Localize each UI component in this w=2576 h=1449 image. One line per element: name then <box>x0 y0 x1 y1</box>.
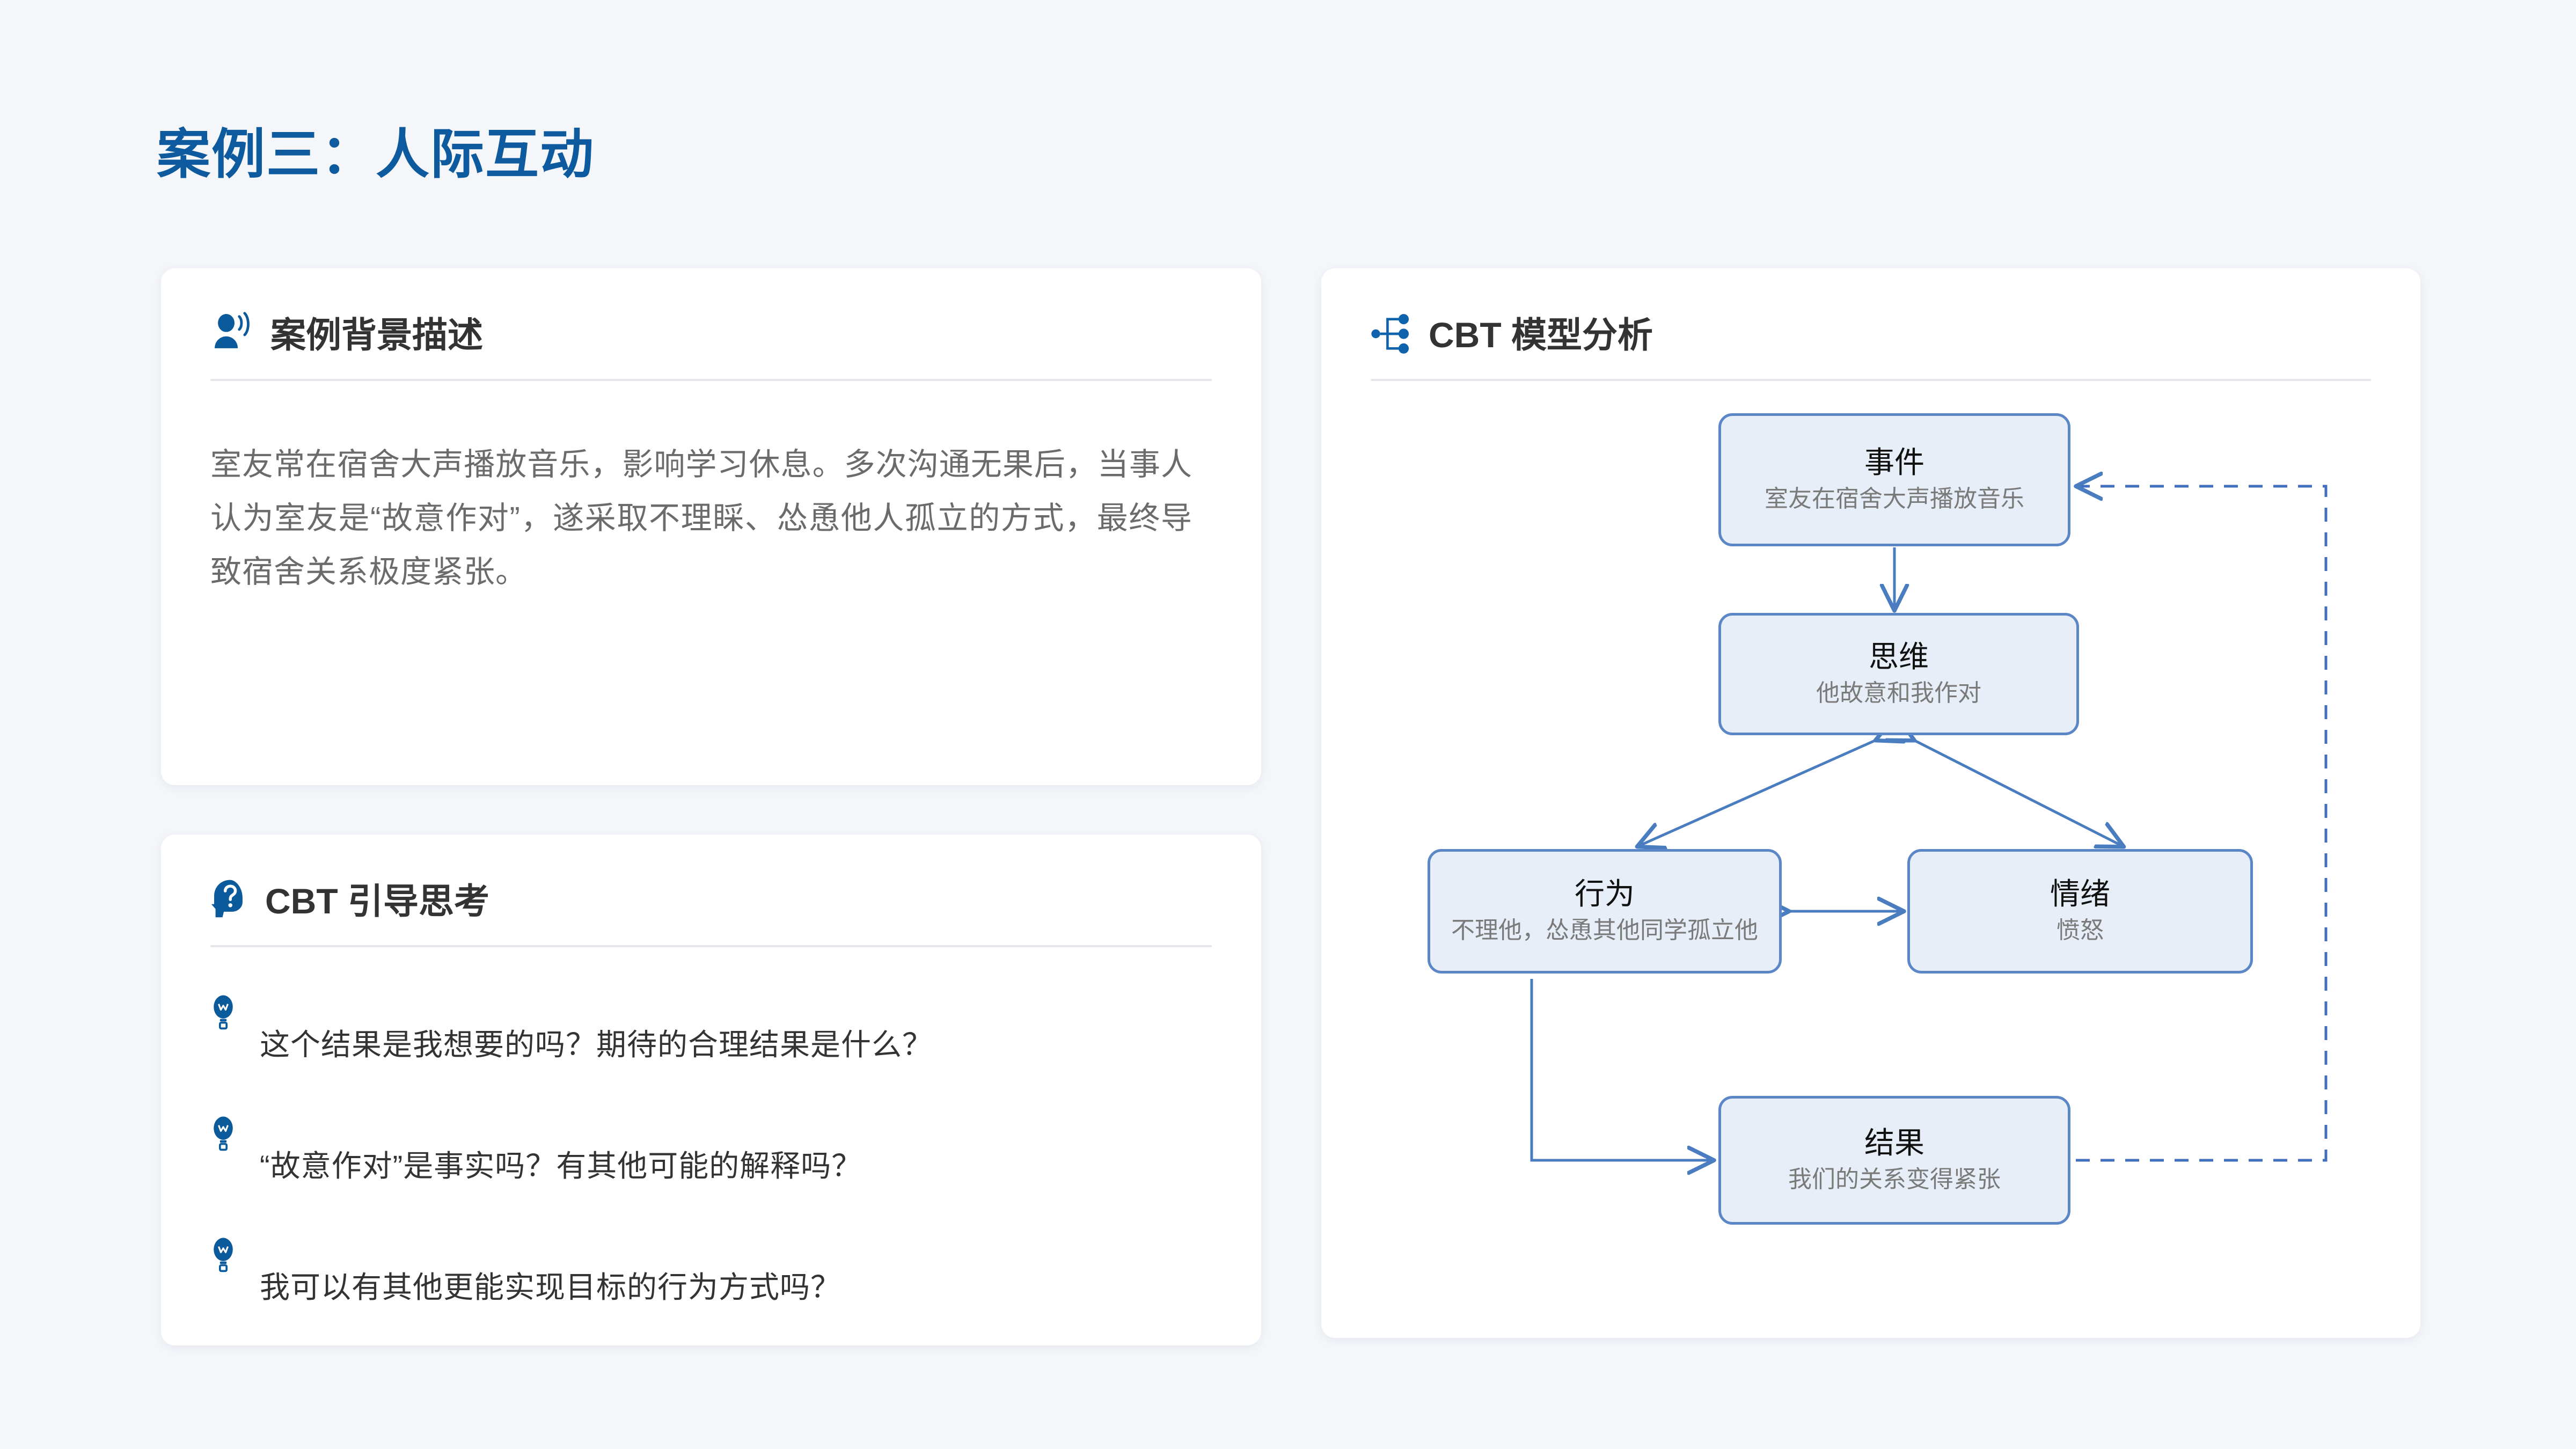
node-title: 行为 <box>1575 876 1635 911</box>
node-title: 情绪 <box>2050 876 2110 911</box>
question-text: “故意作对”是事实吗？有其他可能的解释吗？ <box>260 1149 862 1183</box>
case-background-card: 案例背景描述 室友常在宿舍大声播放音乐，影响学习休息。多次沟通无果后，当事人认为… <box>161 268 1261 785</box>
list-item: 这个结果是我想要的吗？期待的合理结果是什么？ <box>210 992 1212 1067</box>
lightbulb-icon <box>210 1114 240 1155</box>
lightbulb-icon <box>210 1235 240 1276</box>
cbt-model-card: CBT 模型分析 <box>1321 268 2420 1338</box>
node-subtitle: 他故意和我作对 <box>1816 680 1981 707</box>
list-item: “故意作对”是事实吗？有其他可能的解释吗？ <box>210 1114 1212 1189</box>
cbt-model-header: CBT 模型分析 <box>1371 310 2371 360</box>
question-text: 这个结果是我想要的吗？期待的合理结果是什么？ <box>260 1028 933 1062</box>
case-background-paragraph: 室友常在宿舍大声播放音乐，影响学习休息。多次沟通无果后，当事人认为室友是“故意作… <box>210 447 1192 589</box>
lightbulb-icon <box>210 992 240 1034</box>
case-background-title: 案例背景描述 <box>270 315 483 355</box>
header-divider <box>210 945 1212 947</box>
node-title: 思维 <box>1869 639 1929 674</box>
right-column: CBT 模型分析 <box>1321 268 2420 1338</box>
node-title: 结果 <box>1864 1125 1924 1160</box>
diagram-connectors <box>1530 413 2328 1293</box>
node-subtitle: 我们的关系变得紧张 <box>1788 1166 2001 1193</box>
sitemap-icon <box>1371 312 1415 358</box>
page-title: 案例三：人际互动 <box>157 125 595 185</box>
head-question-icon <box>210 879 251 924</box>
header-divider <box>210 379 1212 381</box>
node-subtitle: 室友在宿舍大声播放音乐 <box>1765 486 2024 513</box>
question-text: 我可以有其他更能实现目标的行为方式吗？ <box>260 1270 841 1304</box>
diagram-node-result[interactable]: 结果 我们的关系变得紧张 <box>1718 1096 2070 1225</box>
header-divider <box>1371 379 2371 381</box>
cbt-model-title: CBT 模型分析 <box>1429 315 1653 355</box>
node-subtitle: 愤怒 <box>2057 917 2104 944</box>
diagram-node-event[interactable]: 事件 室友在宿舍大声播放音乐 <box>1718 413 2070 546</box>
cbt-model-diagram: 事件 室友在宿舍大声播放音乐 思维 他故意和我作对 行为 不理他，怂恿其他同学孤… <box>1371 413 2371 1293</box>
list-item: 我可以有其他更能实现目标的行为方式吗？ <box>210 1235 1212 1310</box>
cbt-questions-card: CBT 引导思考 这个结果是我想要的吗？期待的合理结果是什么？ <box>161 835 1261 1345</box>
person-speaking-icon <box>210 311 257 360</box>
question-list: 这个结果是我想要的吗？期待的合理结果是什么？ “故意作对”是事实吗？有其他可能的… <box>210 992 1212 1310</box>
diagram-node-thought[interactable]: 思维 他故意和我作对 <box>1718 613 2079 735</box>
node-title: 事件 <box>1864 445 1924 479</box>
node-subtitle: 不理他，怂恿其他同学孤立他 <box>1451 917 1758 944</box>
left-column: 案例背景描述 室友常在宿舍大声播放音乐，影响学习休息。多次沟通无果后，当事人认为… <box>161 268 1261 1345</box>
case-background-header: 案例背景描述 <box>210 310 1212 360</box>
cbt-questions-title: CBT 引导思考 <box>265 881 489 921</box>
diagram-node-emotion[interactable]: 情绪 愤怒 <box>1907 849 2253 974</box>
cbt-questions-header: CBT 引导思考 <box>210 876 1212 926</box>
diagram-node-behavior[interactable]: 行为 不理他，怂恿其他同学孤立他 <box>1428 849 1782 974</box>
